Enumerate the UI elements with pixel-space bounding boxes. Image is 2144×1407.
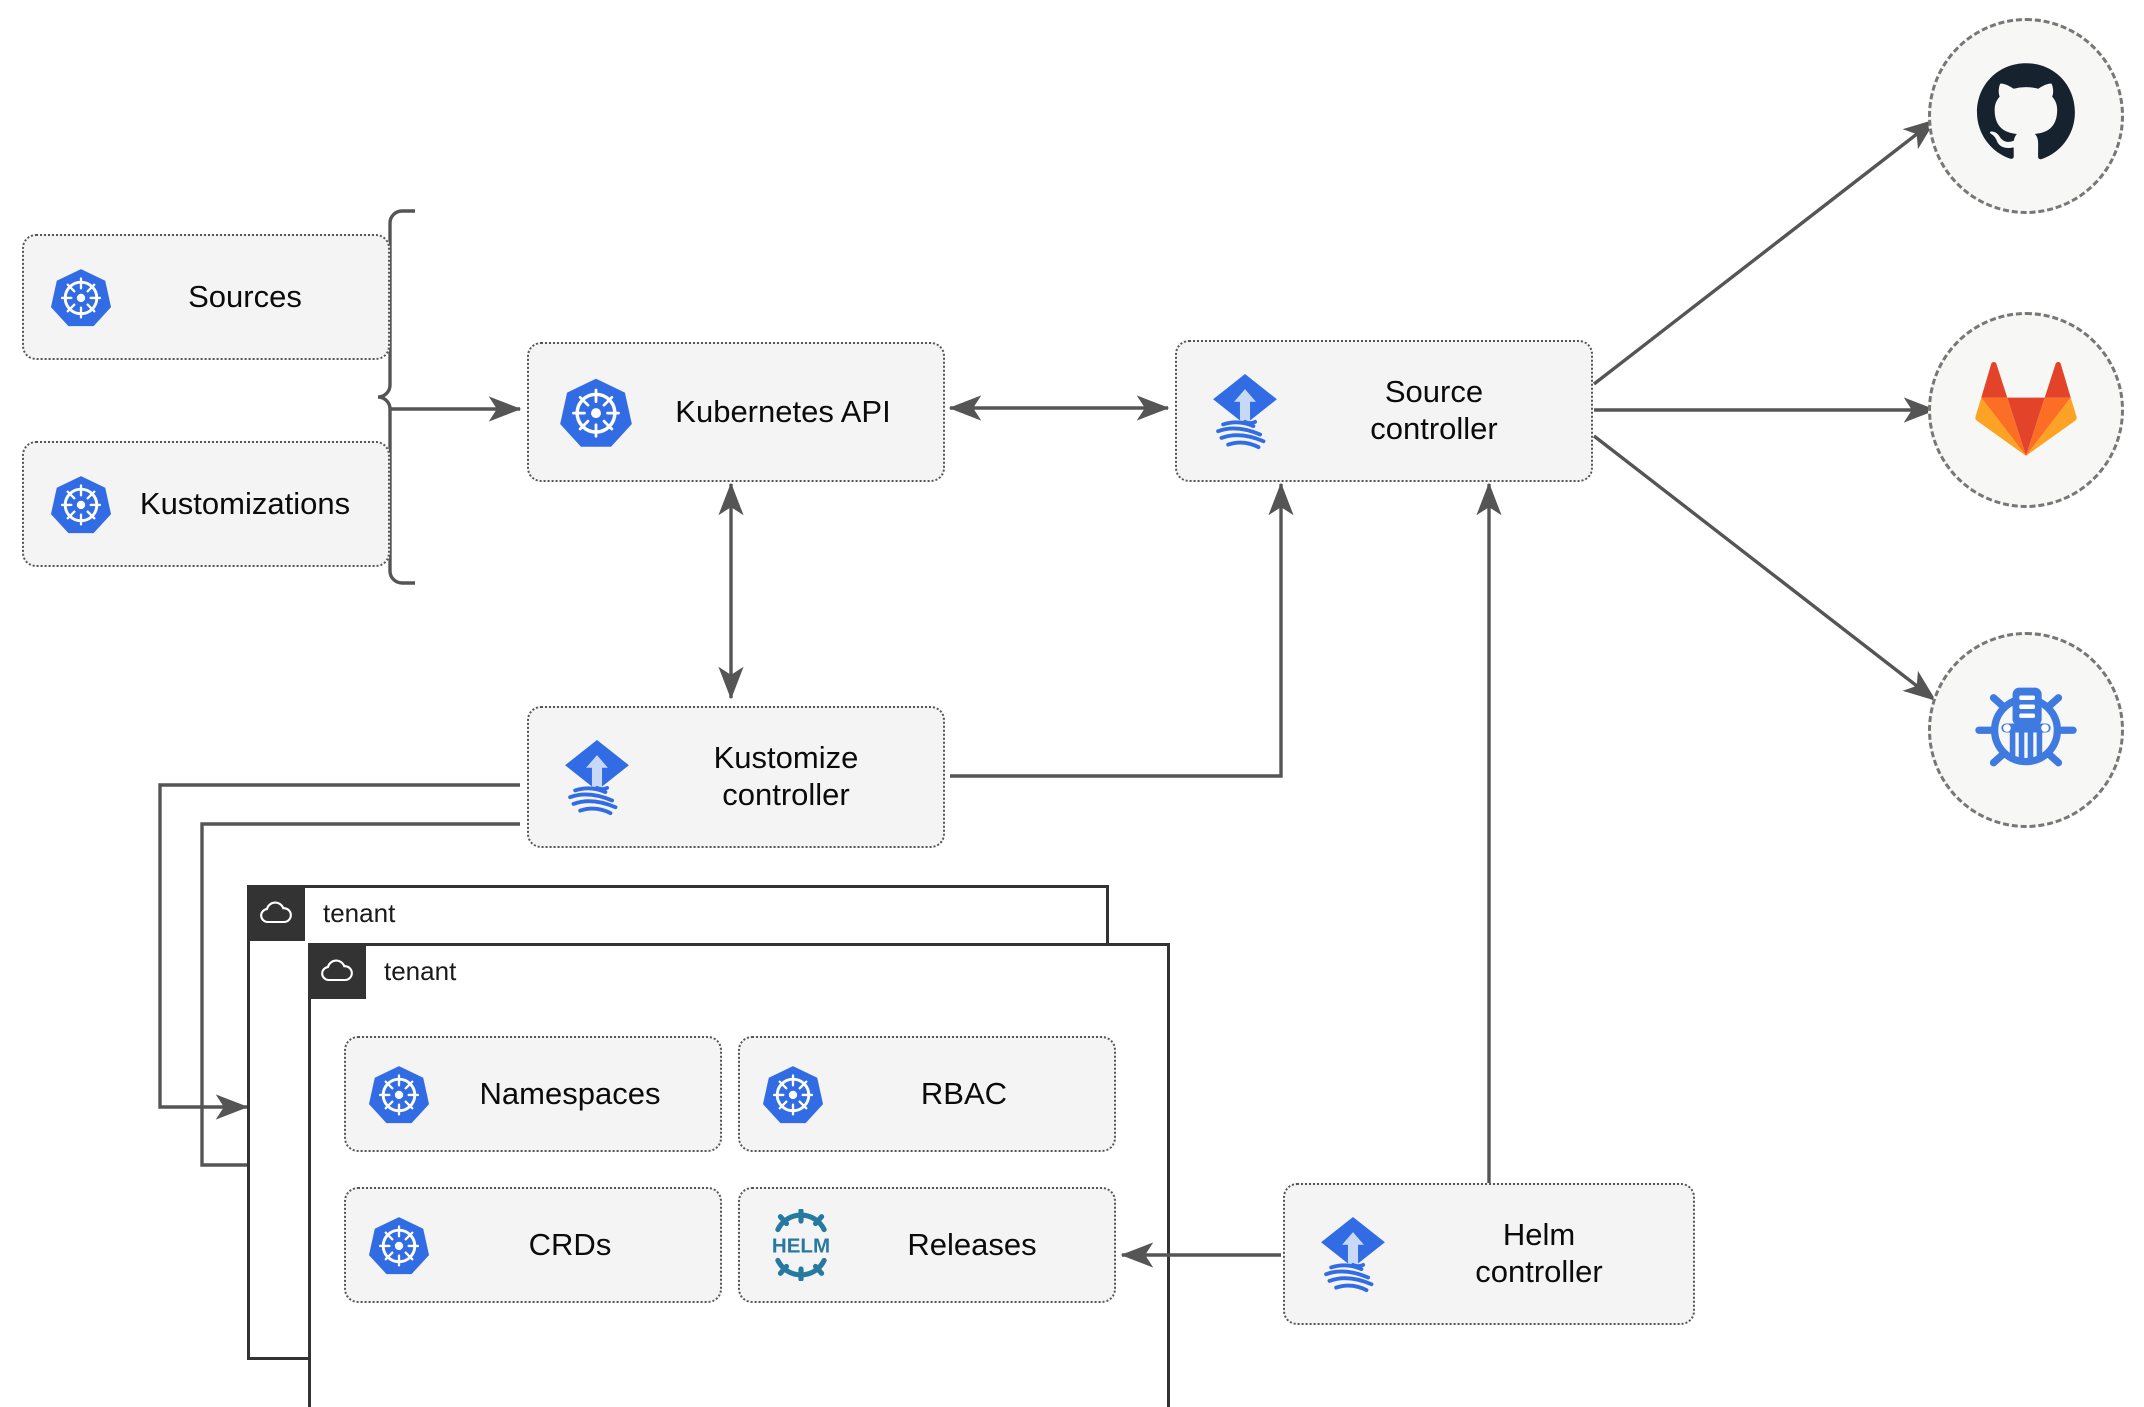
tenant-resource-label: CRDs [528, 1226, 612, 1262]
provider-gitlab[interactable] [1928, 312, 2124, 508]
tenant-resource-namespaces[interactable]: Namespaces [344, 1036, 722, 1152]
flux-icon [555, 735, 639, 819]
wire-kustomize-to-source-controller [950, 482, 1294, 778]
wire-source-to-helm-repository [1592, 434, 1937, 702]
kubernetes-icon [50, 473, 112, 535]
node-kustomize-controller[interactable]: Kustomize controller [527, 706, 945, 848]
tenant-header-back: tenant [247, 885, 1109, 941]
resource-label: Sources [188, 278, 302, 314]
cloud-icon [247, 885, 305, 941]
tenant-container-front[interactable] [308, 943, 1170, 1407]
tenant-resource-rbac[interactable]: RBAC [738, 1036, 1116, 1152]
helm-icon: HELM [762, 1209, 840, 1281]
tenant-resource-crds[interactable]: CRDs [344, 1187, 722, 1303]
resource-label: Kustomizations [139, 485, 351, 521]
node-label: Source controller [1370, 374, 1498, 446]
tenant-resource-label: RBAC [920, 1075, 1008, 1111]
node-helm-controller[interactable]: Helm controller [1283, 1183, 1695, 1325]
wire-source-to-github [1592, 118, 1937, 386]
kubernetes-icon [762, 1063, 824, 1125]
tenant-resource-label: Namespaces [479, 1075, 661, 1111]
svg-text:HELM: HELM [772, 1235, 830, 1258]
tenant-resource-releases[interactable]: HELM Releases [738, 1187, 1116, 1303]
kubernetes-icon [50, 266, 112, 328]
tenant-label: tenant [323, 897, 396, 928]
resource-box-sources[interactable]: Sources [22, 234, 390, 360]
cloud-icon [308, 943, 366, 999]
tenant-header-front: tenant [308, 943, 1170, 999]
provider-github[interactable] [1928, 18, 2124, 214]
kubernetes-icon [559, 375, 633, 449]
node-label: Helm controller [1475, 1217, 1603, 1289]
flux-icon [1203, 369, 1287, 453]
kubernetes-icon [368, 1063, 430, 1125]
tenant-resource-label: Releases [907, 1226, 1037, 1262]
helm-chart-repository-icon [1970, 672, 2082, 789]
provider-helm-repository[interactable] [1928, 632, 2124, 828]
resource-box-kustomizations[interactable]: Kustomizations [22, 441, 390, 567]
node-source-controller[interactable]: Source controller [1175, 340, 1593, 482]
flux-icon [1311, 1212, 1395, 1296]
node-kubernetes-api[interactable]: Kubernetes API [527, 342, 945, 482]
github-icon [1973, 61, 2079, 172]
kubernetes-icon [368, 1214, 430, 1276]
tenant-label: tenant [384, 955, 457, 986]
node-label: Kubernetes API [675, 393, 891, 429]
node-label: Kustomize controller [713, 740, 859, 812]
resources-brace [377, 209, 415, 585]
gitlab-icon [1974, 358, 2078, 463]
